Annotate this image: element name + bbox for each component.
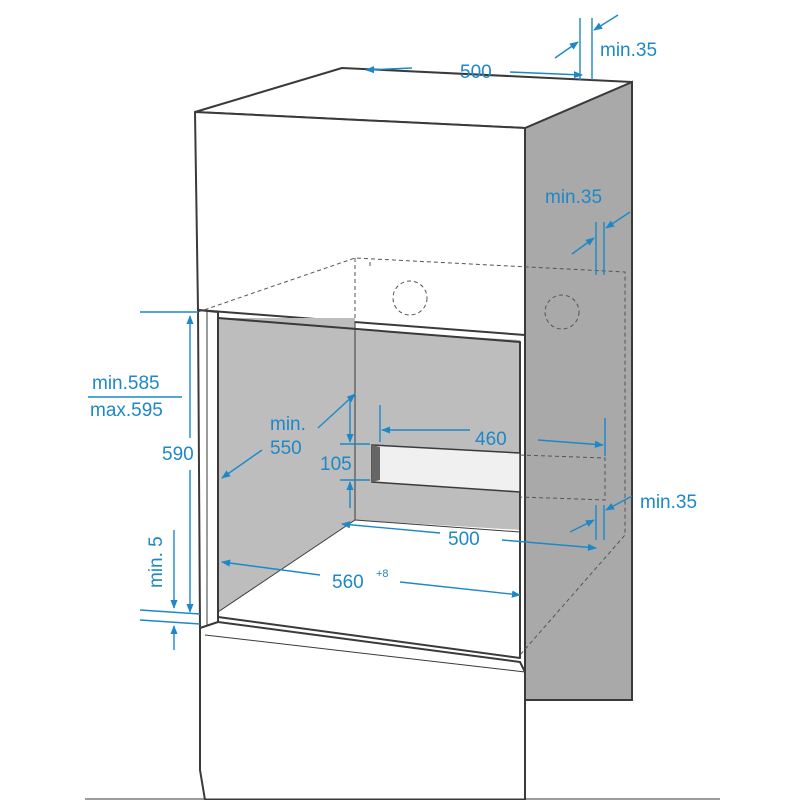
label-rear-gap: min.35 [640, 492, 697, 513]
label-height-min: min.585 [92, 373, 160, 394]
cable-hole-side-icon [544, 294, 580, 330]
label-depth-min-b: 550 [270, 438, 302, 459]
label-top-width: 500 [460, 62, 492, 83]
label-height-max: max.595 [90, 400, 163, 421]
label-vent-width: 460 [475, 429, 507, 450]
vent-slot-shadow [372, 445, 380, 482]
label-inner-width-tolerance: +8 [376, 568, 389, 580]
cable-hole-icon [392, 280, 428, 316]
cabinet [85, 67, 720, 800]
label-bottom-gap: min. 5 [146, 536, 167, 588]
label-bottom-depth: 500 [448, 529, 480, 550]
cabinet-left-stile [197, 309, 219, 631]
niche-floor [218, 520, 520, 655]
cabinet-upper-front [194, 111, 526, 336]
label-height: 590 [162, 444, 194, 465]
label-top-gap: min.35 [600, 40, 657, 61]
cabinet-lower-front [199, 621, 526, 800]
label-vent-height: 105 [320, 454, 352, 475]
dimensions [88, 14, 633, 650]
label-depth-min-a: min. [270, 414, 306, 435]
niche-back-wall [218, 318, 355, 612]
cabinet-side-panel [524, 80, 633, 701]
label-side-gap: min.35 [545, 187, 602, 208]
label-inner-width: 560 [332, 572, 364, 593]
